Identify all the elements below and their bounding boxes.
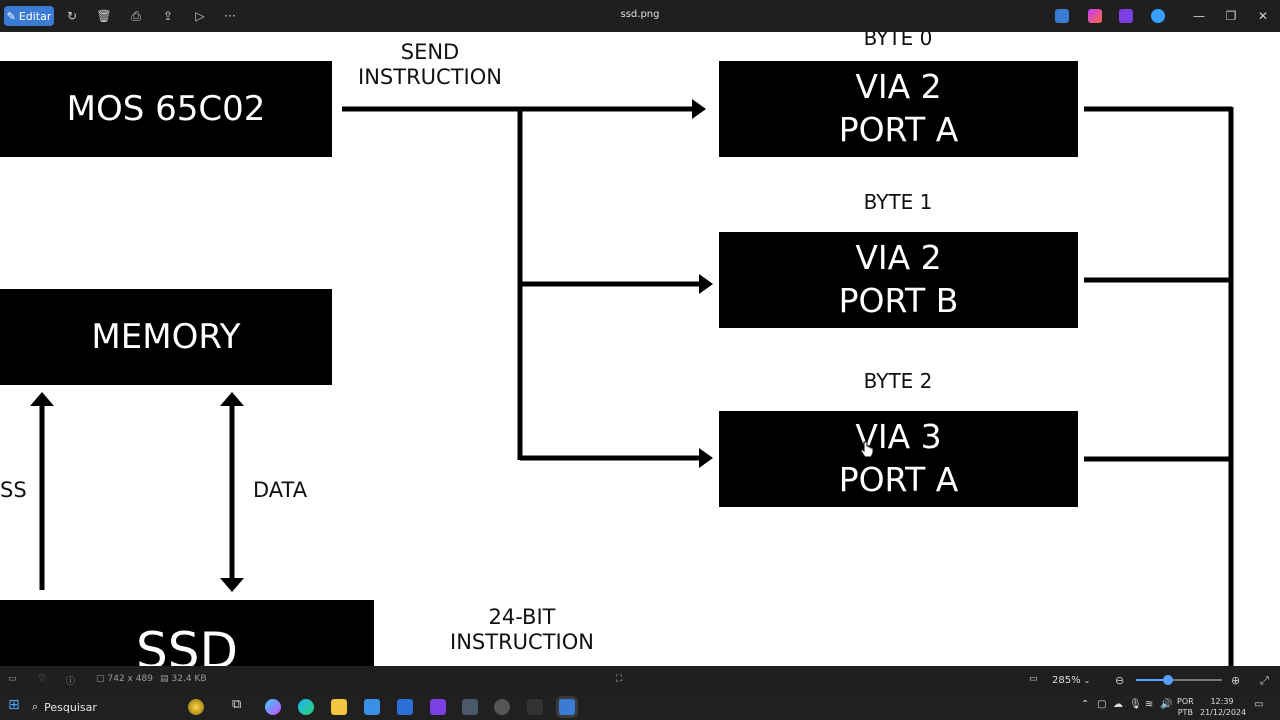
app-icon[interactable] xyxy=(527,699,543,715)
clock-date: 21/12/2024 xyxy=(1200,708,1247,717)
copilot-taskbar-icon[interactable] xyxy=(265,699,281,715)
bit-instruction-label: 24-BIT INSTRUCTION xyxy=(432,605,612,655)
onedrive-icon[interactable] xyxy=(1151,9,1165,23)
memory-label: MEMORY xyxy=(91,317,241,357)
snipping-tool-icon[interactable] xyxy=(494,699,510,715)
via2-port-b-line1: VIA 2 xyxy=(855,238,942,278)
diagram-lines xyxy=(30,99,1234,666)
via3-port-a-box: VIA 3 PORT A xyxy=(719,411,1078,507)
data-label: DATA xyxy=(253,478,308,502)
edit-button-label: Editar xyxy=(18,9,52,23)
clock-time: 12:39 xyxy=(1210,697,1234,706)
file-size-icon: ▤ xyxy=(160,674,169,684)
title-bar: ✎ Editar ↻ 🗑 ⎙ ⇪ ▷ ··· ssd.png — ❐ ✕ xyxy=(0,0,1280,32)
language-line1: POR xyxy=(1177,697,1194,706)
file-size: ▤ 32.4 KB xyxy=(160,674,207,684)
hand-cursor-icon xyxy=(860,441,874,458)
memory-box: MEMORY xyxy=(0,289,332,385)
status-bar: ▭ ♡ ⓘ ▢ 742 x 489 ▤ 32.4 KB ⛶ ▭ 285% ⌄ ⊖… xyxy=(0,666,1280,694)
info-icon[interactable]: ⓘ xyxy=(66,677,76,687)
print-icon[interactable]: ⎙ xyxy=(131,8,141,23)
calculator-icon[interactable] xyxy=(462,699,478,715)
pencil-icon: ✎ xyxy=(6,9,16,23)
taskbar-search[interactable]: ⌕ Pesquisar xyxy=(32,696,182,718)
send-instruction-label: SEND INSTRUCTION xyxy=(340,40,520,90)
language-line2: PTB xyxy=(1177,708,1193,717)
zoom-level: 285% xyxy=(1052,674,1081,686)
wifi-icon[interactable]: ≋ xyxy=(1145,699,1154,710)
zoom-slider[interactable] xyxy=(1136,675,1222,685)
via2-port-a-line1: VIA 2 xyxy=(855,67,942,107)
via2-port-b-line2: PORT B xyxy=(838,281,959,320)
zoom-dropdown[interactable]: 285% ⌄ xyxy=(1052,671,1098,689)
zoom-slider-thumb[interactable] xyxy=(1163,675,1173,685)
edge-icon[interactable] xyxy=(298,699,314,715)
ssd-box: SSD xyxy=(0,600,374,666)
share-icon[interactable]: ⇪ xyxy=(162,9,174,23)
taskbar: ⊞ ⌕ Pesquisar ⧉ ⌃ ▢ ☁ 🎙 ≋ 🔊 POR PTB 12:3… xyxy=(0,694,1280,720)
language-indicator[interactable]: POR PTB xyxy=(1177,696,1194,718)
via2-port-b-box: VIA 2 PORT B xyxy=(719,232,1078,328)
zoom-slider-fill xyxy=(1136,679,1168,681)
cpu-box: MOS 65C02 xyxy=(0,61,332,157)
fullscreen-icon[interactable]: ⤢ xyxy=(1260,674,1269,687)
search-placeholder: Pesquisar xyxy=(44,700,97,714)
file-size-label: 32.4 KB xyxy=(171,674,207,684)
favorite-icon[interactable]: ♡ xyxy=(38,674,47,684)
onedrive-tray-icon[interactable]: ☁ xyxy=(1113,699,1123,710)
volume-icon[interactable]: 🔊 xyxy=(1160,699,1173,710)
rotate-icon[interactable]: ↻ xyxy=(66,9,78,23)
address-label-partial: SS xyxy=(0,478,27,502)
ssd-label: SSD xyxy=(136,622,238,666)
dimensions-label: 742 x 489 xyxy=(107,674,153,684)
byte1-label: BYTE 1 xyxy=(863,190,933,214)
send-label-line2: INSTRUCTION xyxy=(358,65,502,90)
edit-button[interactable]: ✎ Editar xyxy=(4,6,54,26)
widgets-icon[interactable] xyxy=(188,699,204,715)
search-icon: ⌕ xyxy=(32,700,39,713)
notifications-icon[interactable]: ▭ xyxy=(1254,699,1264,710)
close-icon[interactable]: ✕ xyxy=(1257,9,1269,23)
zoom-in-icon[interactable]: ⊕ xyxy=(1231,674,1241,687)
task-view-icon[interactable]: ⧉ xyxy=(232,697,242,712)
via2-port-a-box: VIA 2 PORT A xyxy=(719,61,1078,157)
bits-label-line2: INSTRUCTION xyxy=(450,630,594,655)
clock[interactable]: 12:39 21/12/2024 xyxy=(1200,696,1247,718)
image-canvas[interactable]: MOS 65C02 MEMORY SSD SEND INSTRUCTION 24… xyxy=(0,32,1280,666)
microphone-icon[interactable]: 🎙 xyxy=(1129,699,1142,710)
windows-start-icon[interactable]: ⊞ xyxy=(8,697,20,713)
chevron-down-icon: ⌄ xyxy=(1083,675,1091,685)
tray-chevron-icon[interactable]: ⌃ xyxy=(1081,699,1090,710)
file-explorer-icon[interactable] xyxy=(331,699,347,715)
byte2-label: BYTE 2 xyxy=(863,369,933,393)
fit-screen-icon[interactable]: ⛶ xyxy=(616,674,623,684)
cpu-label: MOS 65C02 xyxy=(66,89,266,129)
more-options-icon[interactable]: ··· xyxy=(224,9,236,23)
dimensions: ▢ 742 x 489 xyxy=(96,674,153,684)
clipchamp-icon[interactable] xyxy=(1119,9,1133,23)
maximize-icon[interactable]: ❐ xyxy=(1225,9,1237,23)
slideshow-icon[interactable]: ▷ xyxy=(195,9,205,23)
tray-app-icon[interactable]: ▢ xyxy=(1097,699,1107,710)
actual-size-icon[interactable]: ▭ xyxy=(1029,674,1038,684)
filmstrip-icon[interactable]: ▭ xyxy=(8,674,17,684)
minimize-icon[interactable]: — xyxy=(1193,9,1205,23)
via2-port-a-line2: PORT A xyxy=(838,110,959,149)
delete-icon[interactable]: 🗑 xyxy=(96,9,112,23)
visual-studio-icon[interactable] xyxy=(430,699,446,715)
zoom-out-icon[interactable]: ⊖ xyxy=(1115,674,1125,687)
terminal-icon[interactable] xyxy=(397,699,413,715)
via3-port-a-line2: PORT A xyxy=(838,460,959,499)
photos-icon[interactable] xyxy=(559,699,575,715)
bits-label-line1: 24-BIT xyxy=(488,605,556,629)
copilot-icon[interactable] xyxy=(1088,9,1102,23)
window-title: ssd.png xyxy=(620,9,660,20)
designer-icon[interactable] xyxy=(1055,9,1069,23)
dimensions-icon: ▢ xyxy=(96,674,105,684)
send-label-line1: SEND xyxy=(400,40,460,64)
store-icon[interactable] xyxy=(364,699,380,715)
byte0-label: BYTE 0 xyxy=(863,32,933,50)
